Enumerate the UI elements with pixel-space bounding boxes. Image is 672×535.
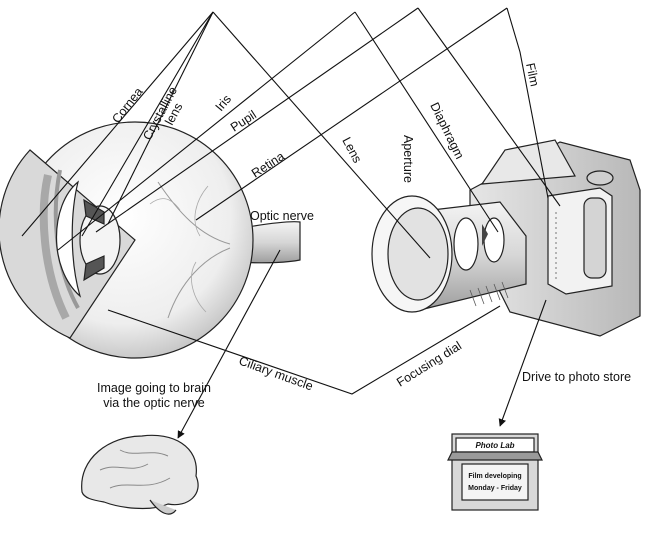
label-lens: Lens	[339, 135, 364, 166]
leader-lines	[21, 7, 561, 439]
label-cornea: Cornea	[109, 85, 145, 126]
store-window-text-2: Monday - Friday	[468, 485, 522, 492]
label-aperture: Aperture	[401, 135, 415, 183]
label-ciliary-muscle: Ciliary muscle	[237, 354, 315, 394]
store-sign: Photo Lab	[475, 441, 514, 450]
brain-illustration	[81, 434, 199, 515]
label-optic-nerve: Optic nerve	[250, 209, 314, 223]
label-brain-1: Image going to brain	[97, 381, 211, 395]
store-window-text-1: Film developing	[468, 473, 521, 480]
label-drive: Drive to photo store	[522, 370, 631, 384]
store-window	[461, 463, 529, 501]
shutter-dial	[586, 170, 614, 186]
label-iris: Iris	[213, 92, 234, 114]
brain-shape	[81, 434, 199, 510]
label-retina: Retina	[249, 149, 287, 180]
label-diaphragm: Diaphragm	[427, 100, 466, 161]
eye-illustration	[0, 121, 301, 359]
cornea-shape	[55, 180, 82, 298]
label-film: Film	[523, 62, 542, 88]
label-pupil: Pupil	[228, 108, 259, 135]
photo-store-illustration: Photo Lab Film developing Monday - Frida…	[447, 433, 543, 511]
camera-illustration	[371, 139, 641, 337]
film-canister	[583, 197, 607, 279]
label-focusing-dial: Focusing dial	[394, 339, 464, 390]
label-brain-2: via the optic nerve	[103, 396, 204, 410]
store-awning	[447, 451, 543, 461]
